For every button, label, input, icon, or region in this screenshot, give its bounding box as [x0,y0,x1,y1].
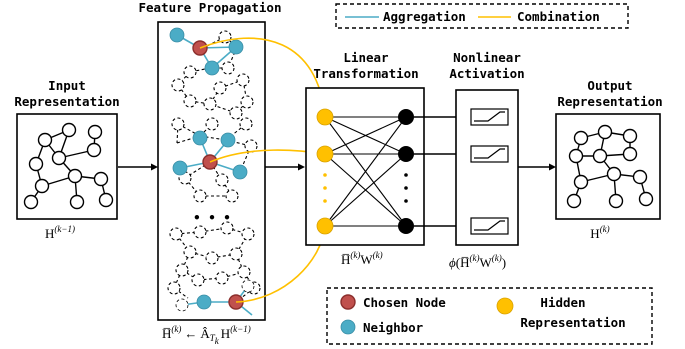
hidden-node [316,108,334,126]
legend-bottom-box [326,287,653,345]
neighbor-node [169,27,185,43]
output-representation: Output Representation [555,78,663,241]
output-unit-node [398,109,414,125]
input-representation: Input Representation [14,78,119,241]
prop-graph-1 [169,27,254,120]
output-title-line1: Output [587,78,632,93]
linear-connections [324,116,407,227]
output-vertical-dots-icon [404,173,408,203]
nonlinear-activation: Nonlinear Activation ϕ(H̅(k)W(k)) [449,50,525,270]
input-formula: H(k−1) [45,224,75,241]
relu-step-icon [470,108,509,126]
output-unit-node [398,146,414,162]
neighbor-node [175,298,189,312]
hidden-node [316,217,334,235]
nonlinear-title-line1: Nonlinear [453,50,521,65]
hidden-label-line1: Hidden [540,295,585,310]
neighbor-node [228,39,244,55]
neighbor-node [220,132,236,148]
hidden-vertical-dots-icon [323,173,327,203]
prop-graph-3 [167,221,261,316]
neighbor-swatch [340,319,356,335]
prop-graph-2 [171,117,258,203]
legend-bottom: Chosen Node Neighbor Hidden Representati… [326,287,653,345]
neighbor-node [232,164,248,180]
aggregation-label: Aggregation [383,9,466,24]
linear-title-line1: Linear [343,50,389,65]
chosen-node-swatch [340,294,356,310]
legend-top: Aggregation Combination [335,3,629,29]
hidden-node [316,145,334,163]
hidden-representation-swatch [496,297,514,315]
neighbor-node [204,60,220,76]
output-graph [566,124,654,209]
legend-top-box [335,3,629,29]
hidden-label-line2: Representation [520,315,625,330]
nonlinear-title-line2: Activation [449,66,524,81]
neighbor-node [192,130,208,146]
relu-step-icon [470,145,509,163]
feature-propagation: Feature Propagation [139,0,282,346]
combination-label: Combination [517,9,600,24]
neighbor-label: Neighbor [363,320,424,335]
linear-transformation: Linear Transformation H̅(k)W(k) [305,50,425,267]
linear-title-line2: Transformation [313,66,418,81]
arrow-propagation-to-linear-head [298,163,305,171]
output-formula: H(k) [590,224,609,241]
propagation-ellipsis: • • • [193,210,231,225]
neighbor-node [241,279,255,293]
input-title-line1: Input [48,78,86,93]
linear-formula: H̅(k)W(k) [341,250,383,267]
output-title-line2: Representation [557,94,662,109]
input-graph [23,122,114,210]
activation-formula: ϕ(H̅(k)W(k)) [449,253,506,270]
arrow-input-to-propagation-head [151,163,158,171]
neighbor-node [196,294,212,310]
neighbor-node [172,160,188,176]
feature-propagation-title: Feature Propagation [139,0,282,15]
chosen-node-label: Chosen Node [363,295,446,310]
arrow-activation-to-output-head [549,163,556,171]
output-unit-node [398,218,414,234]
relu-step-icon [470,217,509,235]
input-title-line2: Representation [14,94,119,109]
